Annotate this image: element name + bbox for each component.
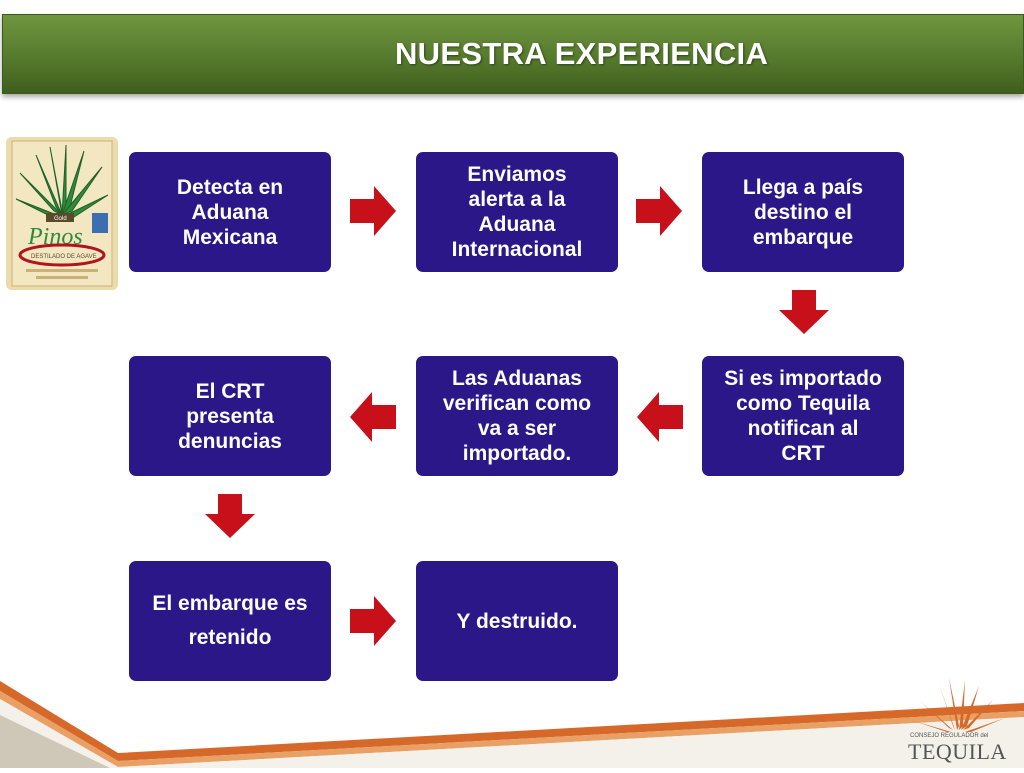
arrow-right-1 bbox=[350, 186, 396, 236]
arrow-left-1 bbox=[637, 392, 683, 442]
arrow-down-2 bbox=[205, 494, 255, 538]
step-retain-box: El embarque es retenido bbox=[129, 561, 331, 681]
step-alert-label: Enviamos alerta a la Aduana Internaciona… bbox=[451, 163, 583, 261]
step-complaint-label: El CRT presenta denuncias bbox=[178, 379, 282, 453]
step-arrive-box: Llega a país destino el embarque bbox=[702, 152, 904, 272]
step-arrive-label: Llega a país destino el embarque bbox=[742, 175, 864, 249]
step-notify-label: Si es importado como Tequila notifican a… bbox=[724, 367, 882, 465]
arrow-right-2 bbox=[636, 186, 682, 236]
logo-wordmark: TEQUILA bbox=[908, 739, 1007, 764]
step-verify-label: Las Aduanas verifican como va a ser impo… bbox=[442, 367, 592, 465]
bottle-tag: Gold bbox=[54, 216, 67, 222]
step-complaint-box: El CRT presenta denuncias bbox=[129, 356, 331, 476]
footer-decoration bbox=[0, 655, 1024, 768]
title-bar bbox=[2, 14, 1024, 94]
arrow-left-2 bbox=[350, 392, 396, 442]
step-detect-label: Detecta en Aduana Mexicana bbox=[176, 175, 284, 249]
step-notify-box: Si es importado como Tequila notifican a… bbox=[702, 356, 904, 476]
crt-logo bbox=[905, 676, 1013, 762]
logo-subtitle: CONSEJO REGULADOR del bbox=[910, 733, 989, 739]
arrow-down-1 bbox=[779, 290, 829, 334]
step-alert-box: Enviamos alerta a la Aduana Internaciona… bbox=[416, 152, 618, 272]
step-retain-label: El embarque es retenido bbox=[152, 592, 308, 649]
step-verify-box: Las Aduanas verifican como va a ser impo… bbox=[416, 356, 618, 476]
arrow-right-3 bbox=[350, 596, 396, 646]
step-destroy-box: Y destruido. bbox=[416, 561, 618, 681]
step-detect-box: Detecta en Aduana Mexicana bbox=[129, 152, 331, 272]
bottle-band: DESTILADO DE AGAVE bbox=[31, 254, 97, 260]
tequila-bottle-image: Gold Pinos DESTILADO DE AGAVE bbox=[6, 137, 118, 290]
step-destroy-label: Y destruido. bbox=[456, 609, 578, 633]
page-title: NUESTRA EXPERIENCIA bbox=[395, 36, 769, 71]
